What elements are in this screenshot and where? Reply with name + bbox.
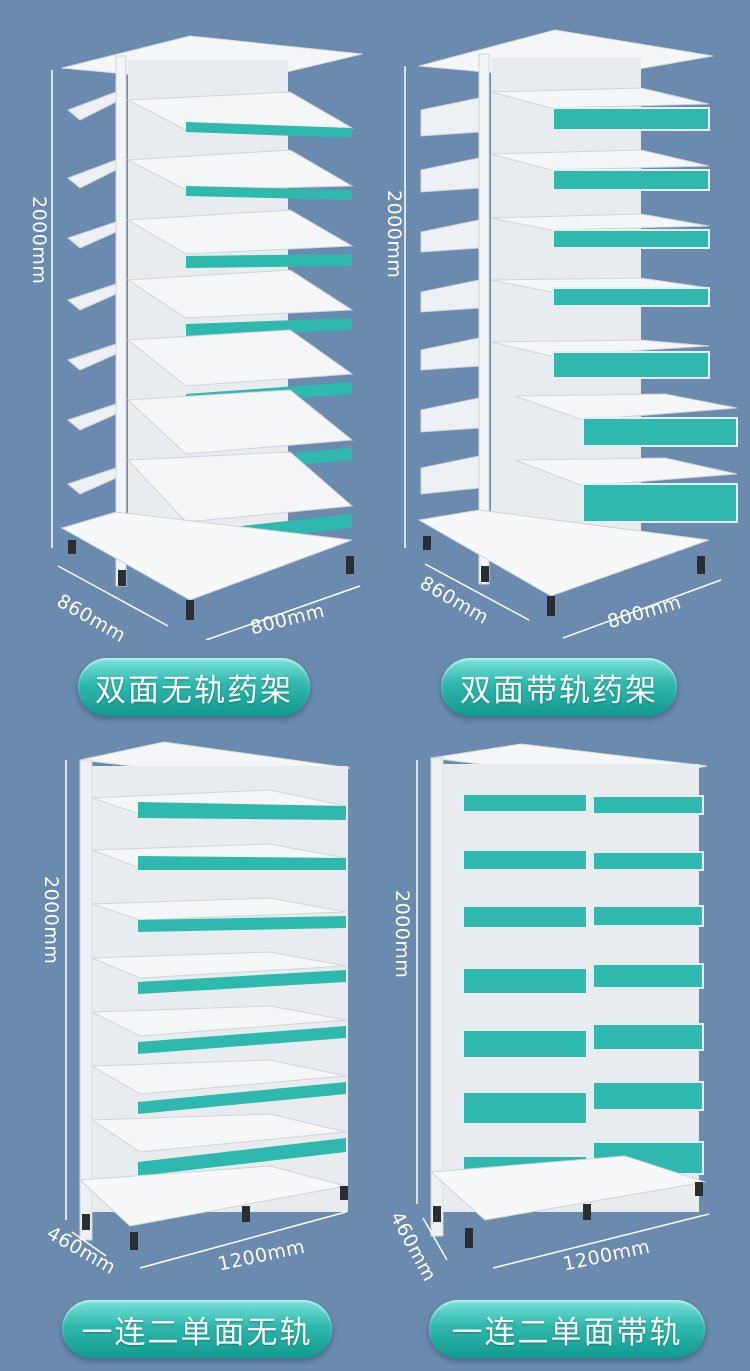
product-title: 一连二单面带轨 xyxy=(451,1314,683,1351)
product-title-pill: 一连二单面无轨 xyxy=(62,1300,332,1358)
product-card-3: 2000mm 460mm 1200mm 一连二单面无轨 xyxy=(0,720,375,1371)
height-label: 2000mm xyxy=(391,890,413,979)
height-label: 2000mm xyxy=(28,196,50,285)
product-title: 双面带轨药架 xyxy=(460,672,658,709)
product-title: 一连二单面无轨 xyxy=(81,1314,313,1351)
product-card-1: 2000mm 860mm 800mm 双面无轨药架 xyxy=(0,0,375,720)
single-sided-two-unit-with-rail-image xyxy=(416,743,710,1269)
product-title-pill: 双面无轨药架 xyxy=(78,658,310,716)
product-card-2: 2000mm 860mm 800mm 双面带轨药架 xyxy=(375,0,750,720)
product-title-pill: 双面带轨药架 xyxy=(441,658,677,716)
product-card-4: 2000mm 460mm 1200mm 一连二单面带轨 xyxy=(375,720,750,1371)
double-sided-shelf-no-rail-image xyxy=(51,35,363,640)
double-sided-shelf-with-rail-image xyxy=(404,29,738,639)
product-title-pill: 一连二单面带轨 xyxy=(429,1300,705,1358)
single-sided-two-unit-no-rail-image xyxy=(65,741,351,1269)
height-label: 2000mm xyxy=(383,190,405,279)
height-label: 2000mm xyxy=(40,876,62,965)
product-title: 双面无轨药架 xyxy=(95,672,293,709)
